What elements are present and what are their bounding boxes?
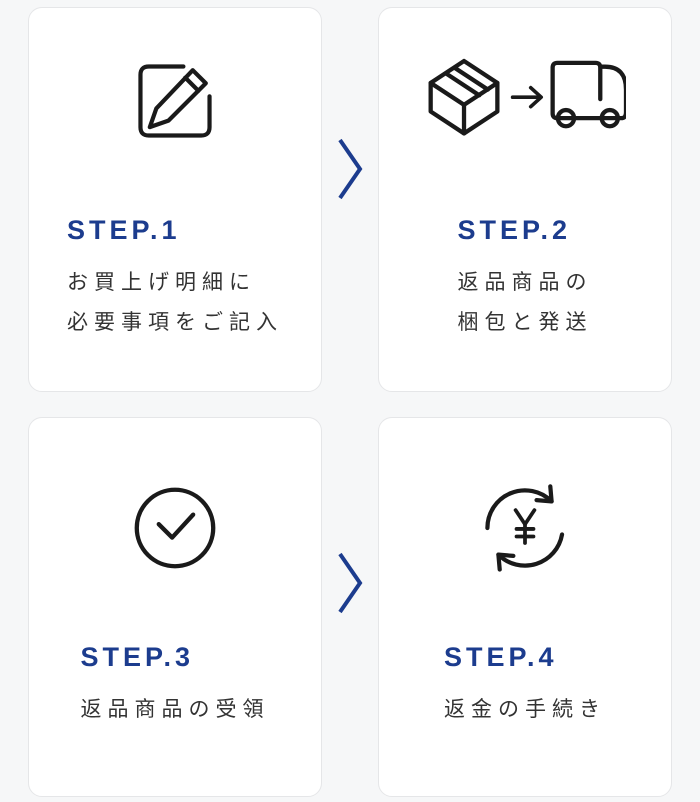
box-to-truck-icon	[424, 57, 626, 145]
chevron-right-icon	[337, 552, 363, 614]
refund-cycle-icon	[476, 484, 574, 572]
steps-row-2: STEP.3 返品商品の受領	[28, 417, 672, 797]
step-label: STEP.4	[444, 642, 558, 672]
step-card-1: STEP.1 お買上げ明細に 必要事項をご記入	[28, 7, 322, 392]
step-label: STEP.1	[67, 214, 181, 245]
step-text-block: STEP.1 お買上げ明細に 必要事項をご記入	[67, 215, 283, 343]
description-line: 梱包と発送	[457, 310, 593, 334]
step-text-block: STEP.4 返金の手続き	[444, 642, 606, 730]
step-description: 返品商品の 梱包と発送	[458, 263, 593, 343]
step-description: お買上げ明細に 必要事項をご記入	[67, 263, 283, 343]
description-line: 返品商品の	[457, 270, 593, 294]
step-label: STEP.2	[457, 214, 572, 245]
step-card-3: STEP.3 返品商品の受領	[28, 417, 322, 797]
steps-row-1: STEP.1 お買上げ明細に 必要事項をご記入	[28, 7, 672, 392]
description-line: 必要事項をご記入	[67, 310, 283, 334]
step-card-4: STEP.4 返金の手続き	[378, 417, 672, 797]
step-text-block: STEP.3 返品商品の受領	[81, 642, 270, 730]
edit-icon	[133, 57, 217, 145]
description-line: 返金の手続き	[444, 698, 606, 721]
step-text-block: STEP.2 返品商品の 梱包と発送	[458, 215, 593, 343]
step-label: STEP.3	[80, 642, 195, 672]
description-line: 返品商品の受領	[80, 698, 270, 721]
chevron-right-icon	[337, 138, 363, 200]
description-line: お買上げ明細に	[67, 270, 256, 294]
check-circle-icon	[132, 484, 218, 572]
step-description: 返金の手続き	[444, 690, 606, 730]
step-description: 返品商品の受領	[81, 690, 270, 730]
step-card-2: STEP.2 返品商品の 梱包と発送	[378, 7, 672, 392]
